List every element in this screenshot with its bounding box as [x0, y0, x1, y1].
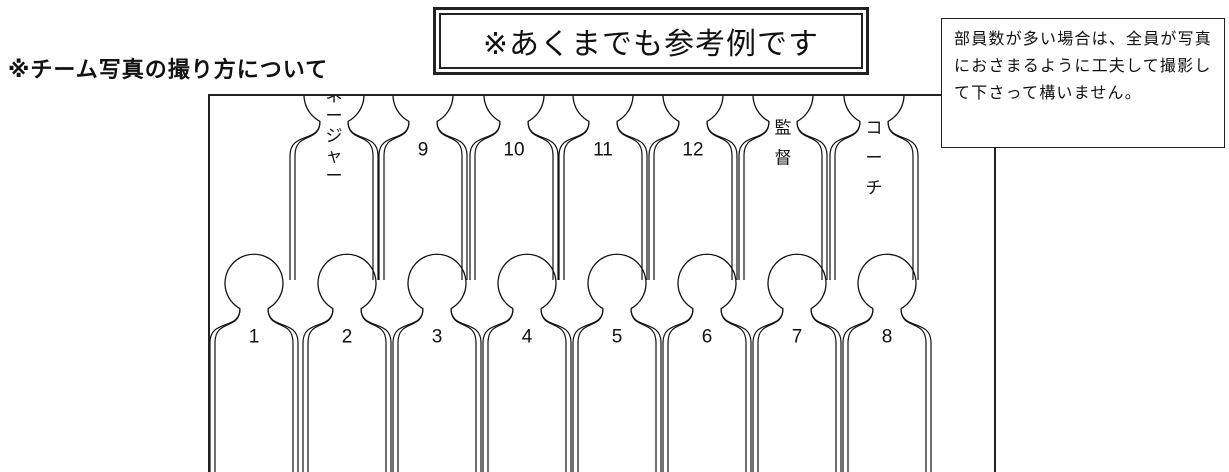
front-row-figure-4: 4	[482, 253, 572, 472]
figure-label: 12	[682, 139, 703, 160]
body-outline	[294, 121, 321, 280]
body-outline	[360, 308, 387, 472]
note-box: 部員数が多い場合は、全員が写真におさまるように工夫して撮影して下さって構いません…	[941, 18, 1225, 148]
body-outline	[834, 121, 861, 280]
body-outline	[436, 121, 463, 280]
diagram-canvas: マネージャー9101112監督コーチ12345678	[210, 96, 932, 472]
body-outline	[706, 121, 733, 280]
figure-label: 8	[882, 327, 893, 348]
figure-label: 5	[612, 327, 623, 348]
front-row-figure-5: 5	[572, 253, 662, 472]
body-outline	[450, 308, 477, 472]
front-row-figure-8: 8	[842, 253, 932, 472]
head-outline	[407, 253, 467, 310]
body-outline	[577, 308, 604, 472]
figure-label: ジ	[326, 127, 343, 146]
figure-label: コ	[866, 118, 883, 137]
body-outline	[887, 121, 914, 280]
body-outline	[900, 308, 927, 472]
body-outline	[267, 308, 294, 472]
body-outline	[474, 121, 501, 280]
front-row-figure-2: 2	[302, 253, 392, 472]
front-row-figure-7: 7	[752, 253, 842, 472]
reference-banner: ※あくまでも参考例です	[433, 7, 869, 75]
figure-label: 3	[432, 327, 443, 348]
body-outline	[563, 121, 590, 280]
figure-label: ー	[866, 148, 883, 167]
body-outline	[487, 308, 514, 472]
body-outline	[347, 121, 374, 280]
figure-label: 10	[503, 139, 524, 160]
body-outline	[796, 121, 823, 280]
body-outline	[757, 308, 784, 472]
figure-label: 6	[702, 327, 713, 348]
figure-label: チ	[866, 178, 883, 197]
figure-label: 4	[522, 327, 533, 348]
body-outline	[847, 308, 874, 472]
body-outline	[653, 121, 680, 280]
head-outline	[662, 96, 724, 122]
figure-label: ャ	[326, 147, 343, 166]
body-outline	[307, 308, 334, 472]
body-outline	[527, 121, 554, 280]
body-outline	[616, 121, 643, 280]
figure-label: 11	[593, 139, 613, 160]
page-heading: ※チーム写真の撮り方について	[8, 58, 329, 83]
back-row-figure-4: 11	[558, 96, 648, 280]
figure-label: 2	[342, 327, 353, 348]
banner-text: ※あくまでも参考例です	[482, 27, 820, 62]
back-row-figure-7: コーチ	[829, 96, 919, 280]
body-outline	[540, 308, 567, 472]
figure-label: 督	[775, 148, 792, 167]
body-outline	[397, 308, 424, 472]
figure-label: ー	[326, 167, 343, 186]
head-outline	[572, 96, 634, 122]
back-row-figure-6: 監督	[738, 96, 828, 280]
head-outline	[224, 253, 284, 310]
front-row-figure-6: 6	[662, 253, 752, 472]
front-row-figure-3: 3	[392, 253, 482, 472]
body-outline	[630, 308, 657, 472]
back-row-figure-1: マネージャー	[289, 96, 379, 280]
figure-label: ネ	[326, 96, 343, 106]
body-outline	[720, 308, 747, 472]
head-outline	[483, 96, 545, 122]
figure-label: 1	[249, 327, 260, 348]
figure-label: 9	[418, 139, 429, 160]
head-outline	[677, 253, 737, 310]
body-outline	[383, 121, 410, 280]
body-outline	[743, 121, 770, 280]
back-row-figure-2: 9	[378, 96, 468, 280]
head-outline	[317, 253, 377, 310]
head-outline	[392, 96, 454, 122]
figure-label: ー	[326, 107, 343, 126]
front-row-figure-1: 1	[210, 253, 299, 472]
figure-label: 監	[775, 118, 792, 137]
head-outline	[857, 253, 917, 310]
head-outline	[497, 253, 557, 310]
back-row-figure-3: 10	[469, 96, 559, 280]
body-outline	[667, 308, 694, 472]
banner-inner-frame: ※あくまでも参考例です	[439, 13, 863, 69]
head-outline	[752, 96, 814, 122]
back-row-figure-5: 12	[648, 96, 738, 280]
body-outline	[214, 308, 241, 472]
team-photo-diagram: マネージャー9101112監督コーチ12345678	[208, 94, 996, 472]
head-outline	[843, 96, 905, 122]
head-outline	[587, 253, 647, 310]
figure-label: 7	[792, 327, 803, 348]
head-outline	[303, 96, 365, 122]
body-outline	[810, 308, 837, 472]
head-outline	[767, 253, 827, 310]
